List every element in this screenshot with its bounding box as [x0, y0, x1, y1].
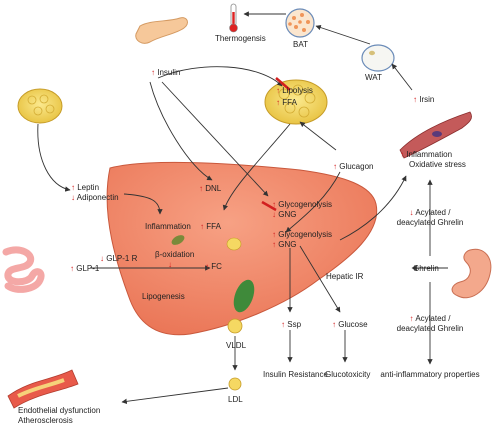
glp1-label: ↑ GLP-1 [70, 264, 100, 273]
glucagon-label: ↑ Glucagon [333, 162, 374, 171]
wat-label: WAT [365, 73, 382, 82]
inflammation-liver-label: Inflammation [145, 222, 191, 231]
bat-label: BAT [293, 40, 308, 49]
adipose-tissue-left-icon [17, 88, 63, 124]
intestine-icon [2, 246, 45, 293]
anti-inflammatory-label: anti-inflammatory properties [380, 370, 480, 379]
glp1r-label: ↓ GLP-1 R [100, 254, 138, 263]
glucotoxicity-label: Glucotoxicity [325, 370, 371, 379]
thermogensis-label: Thermogensis [215, 34, 266, 43]
acylated-bottom-label: ↑ Acylated / deacylated Ghrelin [396, 314, 464, 333]
ldl-label: LDL [228, 395, 243, 404]
vldl-particle-icon [227, 318, 243, 334]
stomach-icon [451, 248, 492, 299]
inflammation-oxidative-label: ↑ Inflammation Oxidative stress [400, 150, 466, 169]
gallbladder-shape [233, 279, 255, 313]
pancreas-icon [135, 17, 188, 44]
dnl-label: ↑ DNL [199, 184, 222, 193]
mitochondria-icon [171, 235, 185, 245]
glycogenolysis-upper-label: ↑ Glycogenolysis ↓ GNG [272, 200, 333, 219]
ffa-top-label: ↑ FFA [276, 98, 297, 107]
wat-cell-icon [361, 44, 395, 72]
beta-oxidation-arrow: ↓ [168, 260, 172, 269]
lipolysis-label: ↑ Lipolysis [276, 86, 313, 95]
glycogenolysis-lower-label: ↑ Glycogenolysis ↑ GNG [272, 230, 333, 249]
irsin-label: ↑ Irsin [413, 95, 435, 104]
bat-cell-icon [285, 8, 315, 38]
insulin-resistance-label: Insulin Resistance [263, 370, 328, 379]
artery-plaque-icon [7, 369, 79, 409]
beta-oxidation-label: β-oxidation [155, 250, 195, 259]
endothelial-label: Endothelial dysfunction Atherosclerosis [18, 406, 101, 425]
muscle-cell-icon [399, 111, 472, 159]
ffa-droplet-icon [226, 237, 242, 251]
vldl-label: VLDL [226, 341, 247, 350]
ghrelin-label: Ghrelin [413, 264, 439, 273]
acylated-top-label: ↓ Acylated / deacylated Ghrelin [396, 208, 464, 227]
liver-shape [106, 161, 378, 336]
ssp-label: ↑ Ssp [281, 320, 302, 329]
thermometer-icon [229, 3, 238, 33]
ffa-liver-label: ↑ FFA [200, 222, 221, 231]
inhibition-marks [261, 77, 291, 212]
ldl-particle-icon [228, 377, 242, 391]
adipose-tissue-top-icon [264, 79, 328, 125]
fc-label: ↑ FC [205, 262, 222, 271]
hepatic-ir-label: Hepatic IR [326, 272, 364, 281]
insulin-label: ↑ Insulin [151, 68, 181, 77]
leptin-adiponectin-label: ↑ Leptin ↓ Adiponectin [71, 183, 119, 202]
glucose-label: ↑ Glucose [332, 320, 368, 329]
pathway-arrows [37, 11, 448, 405]
lipogenesis-label: Lipogenesis [142, 292, 185, 301]
